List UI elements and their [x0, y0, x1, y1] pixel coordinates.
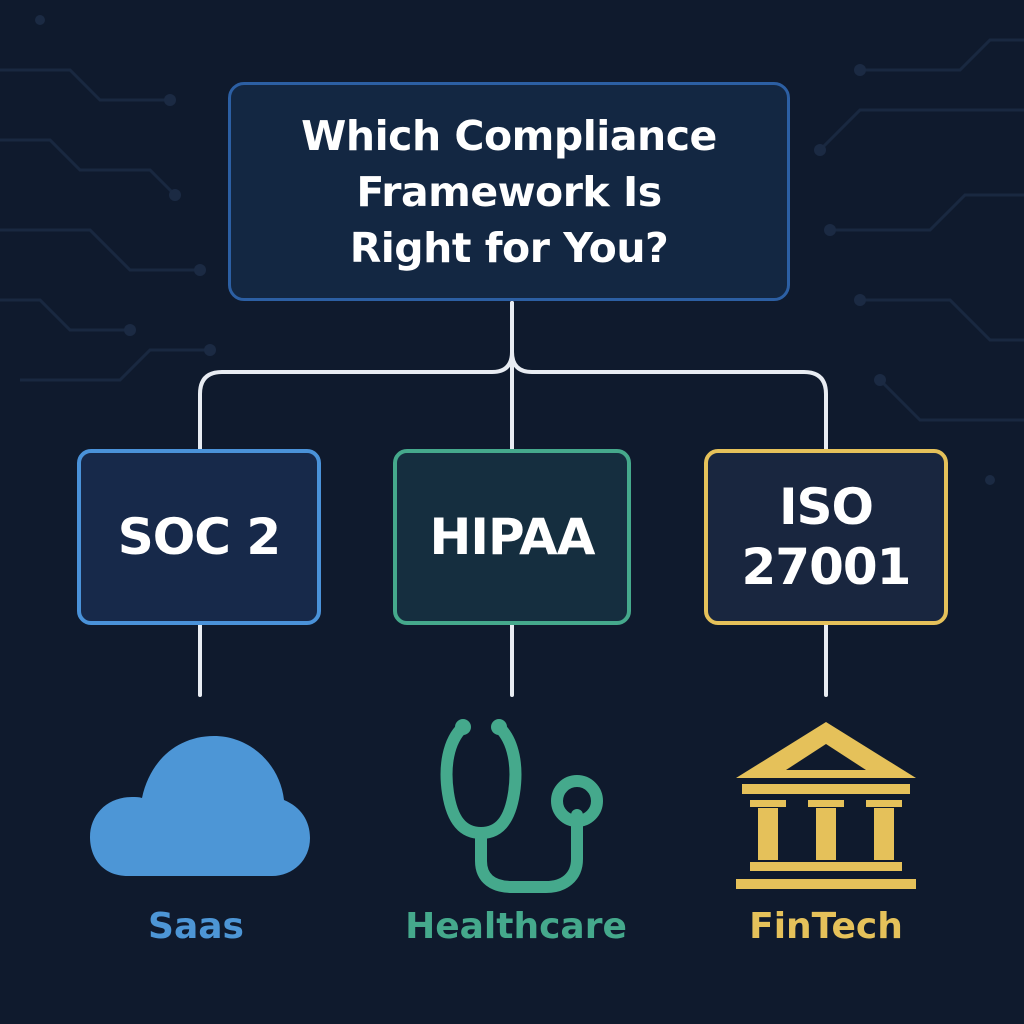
framework-label-iso27001: ISO 27001: [741, 478, 912, 596]
framework-hipaa: HIPAA: [393, 449, 631, 625]
cloud-icon: [90, 736, 310, 876]
diagram-title: Which Compliance Framework Is Right for …: [301, 111, 717, 272]
connector-trunk: [198, 301, 514, 451]
framework-iso27001: ISO 27001: [704, 449, 948, 625]
framework-label-soc2: SOC 2: [117, 508, 281, 566]
industry-label-healthcare: Healthcare: [405, 906, 627, 947]
connector-right: [510, 350, 828, 451]
framework-label-hipaa: HIPAA: [429, 508, 596, 566]
title-box: Which Compliance Framework Is Right for …: [228, 82, 790, 301]
industry-label-fintech: FinTech: [749, 906, 903, 947]
stethoscope-icon: [440, 719, 603, 893]
industry-label-saas: Saas: [148, 906, 244, 947]
framework-soc2: SOC 2: [77, 449, 321, 625]
bank-icon: [736, 722, 916, 889]
